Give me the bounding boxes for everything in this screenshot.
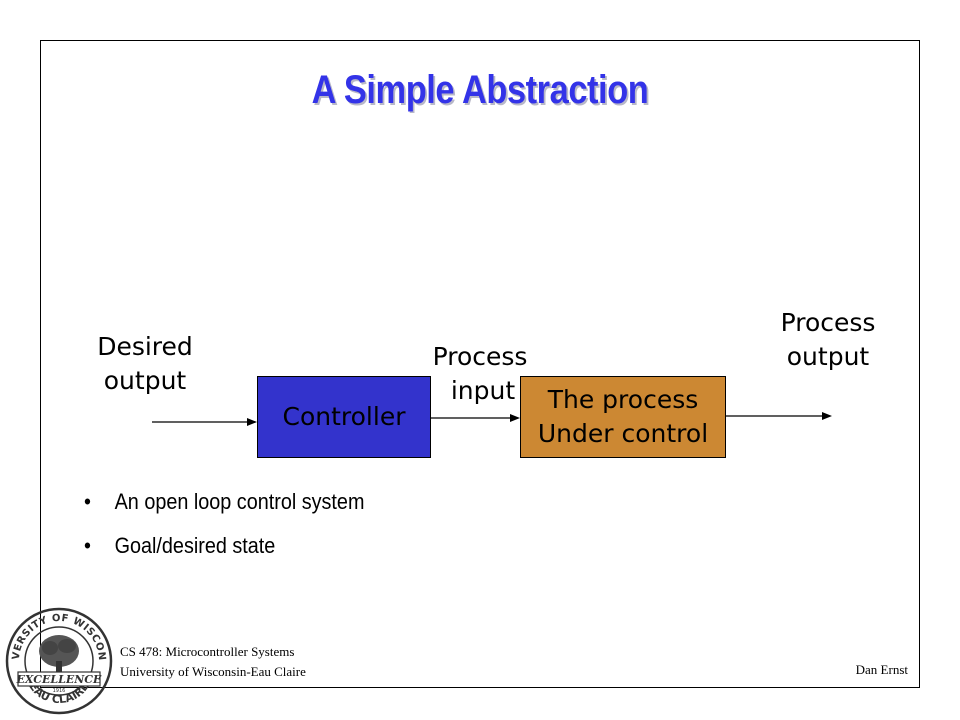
- process-input-line2: input: [450, 376, 516, 405]
- process-output-arrow: [726, 412, 832, 420]
- desired-output-label: Desired output: [82, 330, 208, 398]
- controller-label: Controller: [282, 402, 406, 431]
- slide-frame: [40, 40, 920, 688]
- university-seal-icon: UNIVERSITY OF WISCONSIN EAU CLAIRE EXCEL…: [4, 606, 113, 715]
- bullet-text: Goal/desired state: [114, 533, 276, 558]
- process-box: The process Under control: [520, 376, 726, 458]
- process-output-line1: Process: [780, 308, 876, 337]
- process-output-label: Process output: [760, 306, 896, 374]
- bullet-item: • Goal/desired state: [84, 528, 364, 572]
- footer-course-info: CS 478: Microcontroller Systems Universi…: [120, 642, 306, 682]
- svg-text:1916: 1916: [53, 688, 66, 694]
- process-label-line2: Under control: [537, 419, 709, 448]
- controller-box: Controller: [257, 376, 431, 458]
- bullet-item: • An open loop control system: [84, 484, 364, 528]
- process-input-label: Process input: [418, 340, 542, 408]
- footer-university: University of Wisconsin-Eau Claire: [120, 664, 306, 679]
- desired-output-line1: Desired: [97, 332, 193, 361]
- svg-text:EXCELLENCE: EXCELLENCE: [16, 673, 103, 686]
- process-label-line1: The process: [547, 385, 699, 414]
- desired-output-line2: output: [103, 366, 187, 395]
- process-input-line1: Process: [432, 342, 528, 371]
- process-output-line2: output: [786, 342, 870, 371]
- bullet-text: An open loop control system: [114, 489, 365, 514]
- footer-course: CS 478: Microcontroller Systems: [120, 644, 295, 659]
- bullet-dot-icon: •: [84, 533, 91, 558]
- desired-output-arrow: [152, 418, 257, 426]
- bullet-list: • An open loop control system • Goal/des…: [84, 484, 396, 572]
- bullet-dot-icon: •: [84, 489, 91, 514]
- process-input-arrow: [431, 414, 520, 422]
- seal-tree-icon: [39, 635, 79, 675]
- footer-author: Dan Ernst: [855, 662, 908, 677]
- slide-title: A Simple Abstraction: [311, 68, 649, 112]
